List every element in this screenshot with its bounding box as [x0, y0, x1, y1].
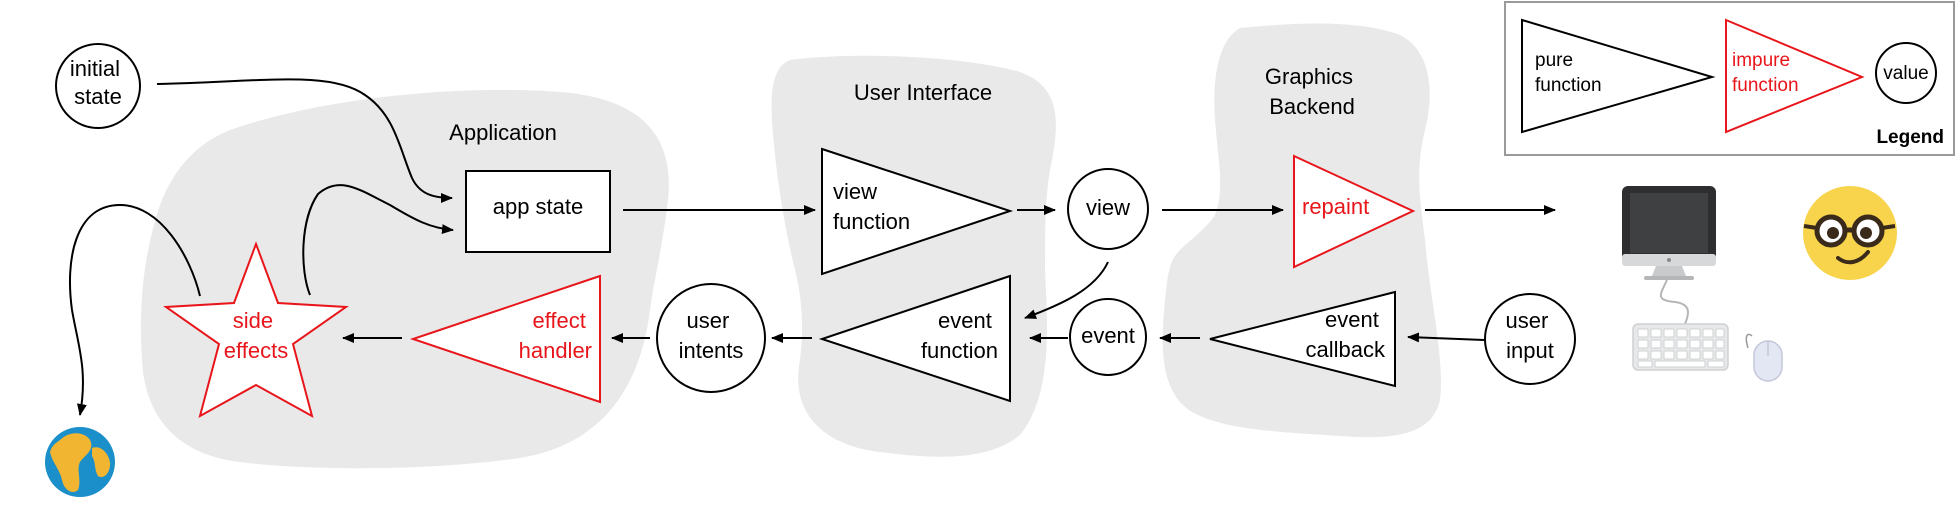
user-input-node: user input	[1484, 293, 1576, 385]
event-callback-node: event callback	[1209, 290, 1396, 388]
svg-text:initial state: initial state	[70, 56, 126, 109]
earth-globe-icon	[45, 427, 115, 497]
initial-state-node: initial state	[55, 43, 141, 129]
keyboard-cable	[1659, 279, 1689, 325]
application-title: Application	[449, 120, 557, 145]
keyboard-icon	[1632, 323, 1729, 371]
graphics-backend-title: Graphics Backend	[1265, 64, 1359, 119]
side-effects-node: side effects	[163, 241, 349, 419]
user-intents-node: user intents	[656, 283, 766, 393]
edge-side-effects-to-app-state	[302, 184, 454, 296]
edge-view-to-event-function	[1024, 261, 1109, 319]
event-function-node: event function	[818, 274, 1011, 403]
svg-text:user input: user input	[1506, 308, 1555, 363]
svg-text:Legend: Legend	[1876, 127, 1944, 148]
app-state-node: app state	[465, 170, 611, 253]
svg-text:app state: app state	[493, 194, 584, 219]
view-function-node: view function	[821, 147, 1014, 276]
desktop-computer-icon	[1622, 186, 1716, 280]
svg-text:effect handler: effect handler	[519, 308, 592, 363]
edge-user-input-to-event-callback	[1407, 332, 1485, 343]
svg-text:event callback: event callback	[1306, 307, 1386, 362]
repaint-node: repaint	[1293, 154, 1416, 269]
svg-text:user intents: user intents	[679, 308, 744, 363]
svg-text:value: value	[1883, 63, 1928, 84]
view-node: view	[1067, 168, 1149, 250]
mouse-icon	[1745, 333, 1783, 382]
edge-side-effects-to-world	[69, 203, 201, 416]
svg-text:pure function: pure function	[1535, 50, 1602, 96]
svg-text:event function: event function	[921, 308, 998, 363]
nerd-face-emoji-icon	[1803, 186, 1897, 280]
svg-text:view function: view function	[833, 179, 910, 234]
svg-text:view: view	[1086, 195, 1130, 220]
effect-handler-node: effect handler	[409, 274, 601, 404]
edge-initial-state-to-app-state	[156, 78, 453, 203]
svg-text:repaint: repaint	[1302, 194, 1369, 219]
svg-text:impure function: impure function	[1732, 50, 1799, 96]
event-node: event	[1069, 298, 1147, 376]
legend: pure function impure function value Lege…	[1504, 1, 1955, 156]
user-interface-title: User Interface	[854, 80, 992, 105]
svg-text:side effects: side effects	[224, 308, 288, 363]
user-interface-region	[771, 55, 1056, 457]
svg-text:event: event	[1081, 323, 1135, 348]
